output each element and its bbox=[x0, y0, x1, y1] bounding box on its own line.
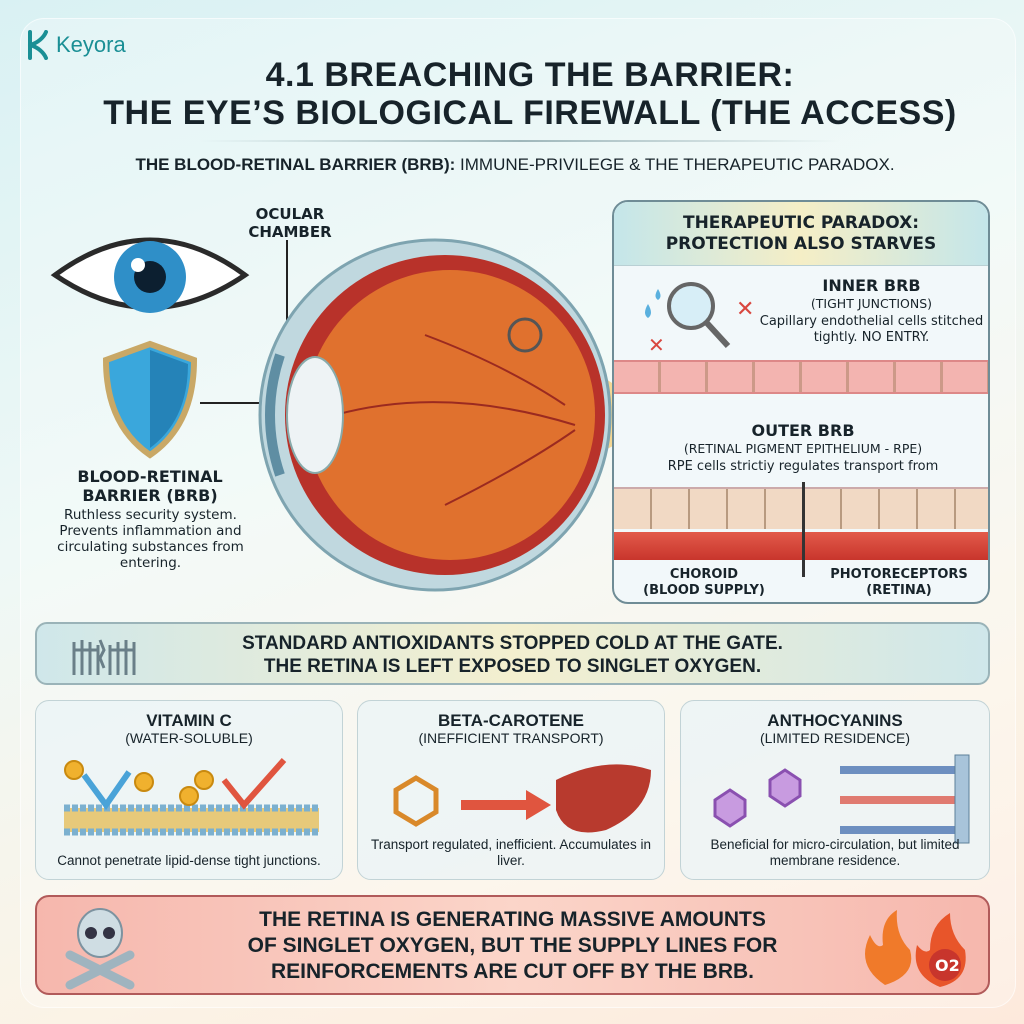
outer-brb-desc: RPE cells strictiy regulates transport f… bbox=[667, 459, 939, 474]
banner-line1: STANDARD ANTIOXIDANTS STOPPED COLD AT TH… bbox=[242, 633, 783, 654]
card-subtitle: (INEFFICIENT TRANSPORT) bbox=[418, 730, 604, 746]
brb-label: BLOOD-RETINAL BARRIER (BRB) bbox=[77, 467, 223, 505]
alert-line3: REINFORCEMENTS ARE CUT OFF BY THE BRB. bbox=[270, 960, 754, 983]
inner-brb-sub: (TIGHT JUNCTIONS) bbox=[810, 296, 933, 311]
divider bbox=[200, 140, 840, 142]
outer-brb-sub: (RETINAL PIGMENT EPITHELIUM - RPE) bbox=[683, 441, 923, 456]
card-description: Cannot penetrate lipid-dense tight junct… bbox=[57, 853, 321, 868]
eye-cross-section-illustration bbox=[258, 238, 615, 592]
external-eye-icon bbox=[50, 237, 250, 313]
card-title: VITAMIN C bbox=[146, 711, 232, 730]
lipid-membrane-icon bbox=[64, 758, 319, 836]
card-title: BETA-CAROTENE bbox=[437, 711, 585, 730]
outer-brb-title: OUTER BRB bbox=[751, 421, 855, 440]
choroid-sub: (BLOOD SUPPLY) bbox=[643, 583, 765, 598]
alert-line1: THE RETINA IS GENERATING MASSIVE AMOUNTS bbox=[259, 908, 766, 931]
inner-brb-title: INNER BRB bbox=[822, 276, 921, 295]
liver-icon bbox=[393, 764, 651, 833]
brb-description: Ruthless security system. Prevents infla… bbox=[57, 507, 244, 571]
broken-gate-icon bbox=[72, 639, 136, 675]
card-subtitle: (WATER-SOLUBLE) bbox=[125, 730, 253, 746]
o2-label: O2 bbox=[935, 956, 960, 975]
banner-line2: THE RETINA IS LEFT EXPOSED TO SINGLET OX… bbox=[263, 656, 762, 677]
brand-logo: Keyora bbox=[26, 30, 126, 60]
photoreceptors-title: PHOTORECEPTORS bbox=[830, 567, 968, 582]
subtitle-bold: THE BLOOD-RETINAL BARRIER (BRB): bbox=[135, 155, 456, 174]
inner-brb-desc: Capillary endothelial cells stitched tig… bbox=[759, 314, 984, 345]
svg-text:✕: ✕ bbox=[736, 297, 754, 322]
svg-text:✕: ✕ bbox=[648, 333, 665, 357]
card-beta-carotene: BETA-CAROTENE (INEFFICIENT TRANSPORT) Tr… bbox=[357, 700, 665, 880]
card-title: ANTHOCYANINS bbox=[767, 711, 903, 730]
photoreceptors-label: PHOTORECEPTORS(RETINA) bbox=[814, 567, 984, 599]
page-subtitle: THE BLOOD-RETINAL BARRIER (BRB): IMMUNE-… bbox=[40, 155, 990, 175]
card-vitamin-c: VITAMIN C (WATER-SOLUBLE) Cannot penetra… bbox=[35, 700, 343, 880]
molecule-icon bbox=[713, 754, 970, 844]
card-subtitle: (LIMITED RESIDENCE) bbox=[759, 730, 911, 746]
rpe-cells bbox=[614, 487, 988, 529]
page-title-line1: 4.1 BREACHING THE BARRIER: bbox=[265, 56, 795, 94]
endothelial-cells bbox=[614, 360, 988, 394]
paradox-header: THERAPEUTIC PARADOX: PROTECTION ALSO STA… bbox=[614, 202, 988, 266]
choroid-label: CHOROID(BLOOD SUPPLY) bbox=[624, 567, 784, 599]
card-description: Transport regulated, inefficient. Accumu… bbox=[371, 837, 651, 868]
choroid-title: CHOROID bbox=[669, 567, 739, 582]
singlet-oxygen-alert: THE RETINA IS GENERATING MASSIVE AMOUNTS… bbox=[35, 895, 990, 995]
choroid-blood-vessel bbox=[614, 532, 988, 560]
brand-name: Keyora bbox=[56, 32, 126, 57]
divider-line bbox=[802, 482, 805, 577]
gate-banner: STANDARD ANTIOXIDANTS STOPPED COLD AT TH… bbox=[35, 622, 990, 685]
ocular-chamber-label: OCULAR CHAMBER bbox=[248, 205, 332, 241]
card-anthocyanins: ANTHOCYANINS (LIMITED RESIDENCE) Benefic… bbox=[680, 700, 990, 880]
card-description: Beneficial for micro-circulation, but li… bbox=[710, 837, 960, 868]
skull-crossbones-icon bbox=[65, 908, 135, 990]
fire-icon: O2 bbox=[865, 910, 966, 987]
therapeutic-paradox-panel: THERAPEUTIC PARADOX: PROTECTION ALSO STA… bbox=[612, 200, 990, 604]
page-title-line2: THE EYE’S BIOLOGICAL FIREWALL (THE ACCES… bbox=[103, 94, 957, 132]
subtitle-rest: IMMUNE-PRIVILEGE & THE THERAPEUTIC PARAD… bbox=[455, 155, 895, 174]
paradox-title-line2: PROTECTION ALSO STARVES bbox=[665, 234, 937, 254]
magnifier-icon: ✕✕ bbox=[645, 282, 754, 357]
keyora-logo-icon bbox=[28, 30, 48, 60]
paradox-title-line1: THERAPEUTIC PARADOX: bbox=[682, 213, 920, 233]
photoreceptors-sub: (RETINA) bbox=[866, 583, 932, 598]
alert-line2: OF SINGLET OXYGEN, BUT THE SUPPLY LINES … bbox=[247, 934, 778, 957]
shield-icon bbox=[102, 340, 198, 459]
